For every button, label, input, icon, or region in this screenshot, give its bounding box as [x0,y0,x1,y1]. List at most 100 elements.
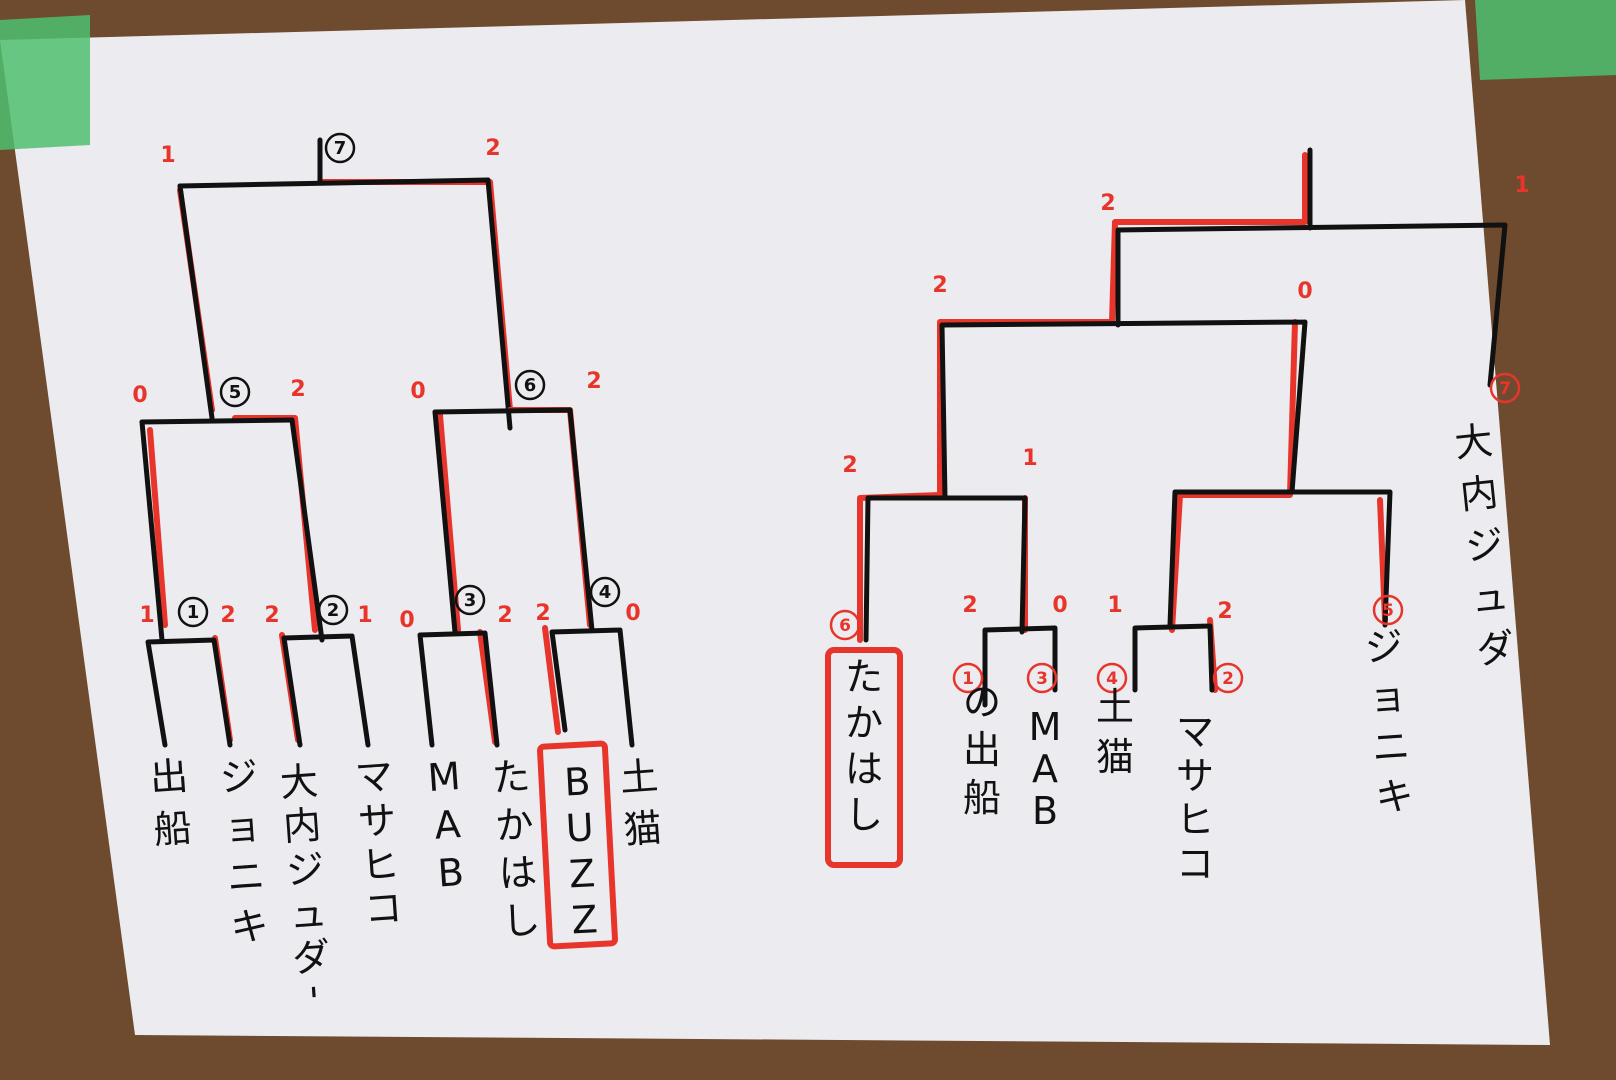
left-r1-score: 2 [220,603,235,628]
right-final-score: 1 [1514,173,1529,198]
left-team-name-char: A [433,802,462,848]
right-seed-number-circle [1212,662,1244,694]
right-team-name: 土猫 [1096,685,1134,779]
left-team-name-char: コ [363,885,404,932]
right-seed-number: 5 [1382,601,1394,621]
paper-sheet [0,0,1550,1045]
left-team-name-char: 内 [282,803,323,850]
left-r1-score: 1 [357,603,372,628]
right-seed-number-circle [952,662,984,694]
left-team-name-char: し [501,897,542,944]
left-semi-score: 2 [586,369,601,394]
right-semi-score: 0 [1297,279,1312,304]
left-match-number-circle [317,594,349,626]
right-team-name-char: た [845,655,883,699]
right-team-name-char: ダ [1474,625,1516,673]
right-seed-number: 7 [1499,379,1511,399]
right-team-name-char: か [845,701,883,745]
tape-left [0,15,90,150]
left-match-number-circle [454,584,486,616]
left-r1-score: 2 [497,603,512,628]
right-team-name-char: し [845,793,883,837]
right-team-name-char: 猫 [1096,735,1134,779]
left-team-name-char: 土 [619,754,660,801]
left-r1-score: 1 [139,603,154,628]
right-r1-score: 2 [962,593,977,618]
left-team-name-char: M [426,754,462,800]
right-final-score: 2 [1100,191,1115,216]
left-team-name-char: ダ [291,934,332,981]
left-team-name-char: か [494,802,535,849]
left-match-number-circle [514,369,546,401]
left-team-name-char: ュ [288,890,329,937]
left-team-name-char: ジ [219,754,260,801]
left-final-match-number: 7 [334,138,347,159]
right-team-name-char: 船 [963,776,1001,820]
left-team-name-char: ョ [222,804,263,851]
right-team-name-char: キ [1374,773,1415,820]
left-team-name-char: ヒ [360,842,401,889]
left-team-name-char: 出 [149,754,190,801]
right-seed-number-circle [1489,372,1521,404]
left-final-match-number-circle [324,132,356,164]
left-team-name-char: B [563,759,591,804]
right-seed-number: 1 [962,669,974,689]
right-r1-score: 0 [1052,593,1067,618]
left-final-score: 2 [485,136,500,161]
left-team-name-char: た [491,754,532,801]
right-seed-number-circle [1096,662,1128,694]
right-team-name-char: 出 [963,728,1001,772]
right-seed-number: 3 [1036,669,1048,689]
left-team-name-char: Z [570,897,598,942]
right-r1-score: 1 [1107,593,1122,618]
right-team-name-char: ニ [1371,724,1412,771]
right-team-name-char: サ [1176,754,1214,798]
right-team-name-char: マ [1176,710,1214,754]
left-final-score: 1 [160,143,175,168]
right-team-name-char: ヒ [1176,798,1214,842]
left-winner-box [537,740,618,950]
right-winner-box [825,647,903,868]
left-match-number: 5 [229,382,242,403]
left-team-name: MAB [426,754,465,896]
right-seed-number-circle [1026,662,1058,694]
right-bracket [825,147,1508,868]
right-team-name: MAB [1029,705,1062,833]
left-team-name-char: サ [357,798,398,845]
right-team-name-char: の [963,680,1001,724]
right-team-name-char: B [1032,789,1058,833]
left-r1-score: 0 [625,601,640,626]
tape-right [1475,0,1616,80]
left-team-name-char: Z [568,851,596,896]
right-seed-number: 2 [1222,669,1234,689]
left-team-name-char: は [497,850,538,897]
right-team-name-char: は [845,747,883,791]
left-team-name: 出船 [149,754,194,852]
right-team-name: の出船 [963,680,1001,820]
right-team-name-char: 内 [1458,470,1500,518]
left-team-name-char: ' [308,979,321,1024]
right-qf-score: 1 [1022,446,1037,471]
left-match-number: 2 [327,600,340,621]
left-r1-score: 0 [399,608,414,633]
right-r1-score: 2 [1217,599,1232,624]
left-semi-score: 2 [290,377,305,402]
right-team-name-char: A [1032,747,1058,791]
left-team-name-char: 大 [279,759,320,806]
right-team-name-char: 大 [1452,418,1494,466]
left-team-name-char: マ [354,754,395,801]
left-team-name-char: 猫 [622,806,663,853]
